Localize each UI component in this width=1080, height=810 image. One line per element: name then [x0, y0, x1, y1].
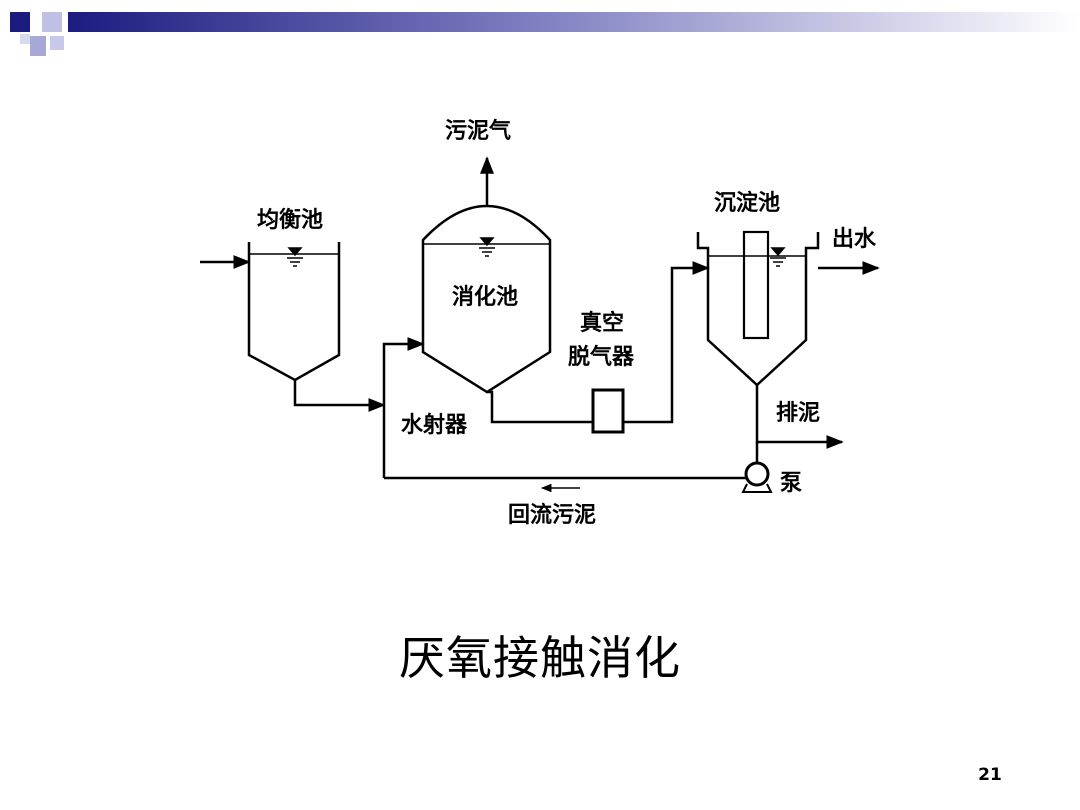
settling-tank-shape: [696, 232, 820, 387]
vacuum-degasser-box: [591, 388, 625, 434]
pump-symbol: [744, 461, 770, 487]
label-sludge-gas: 污泥气: [445, 118, 511, 144]
header-square-light-2: [30, 36, 46, 56]
page-number: 21: [978, 765, 1002, 785]
label-vacuum-degasser-1: 真空: [580, 310, 624, 336]
slide-caption: 厌氧接触消化: [399, 631, 681, 685]
label-vacuum-degasser-2: 脱气器: [568, 344, 635, 370]
header-square-light-3: [50, 36, 64, 50]
label-sludge-discharge: 排泥: [776, 401, 820, 426]
header-decoration: [10, 12, 1080, 56]
label-pump: 泵: [780, 471, 802, 496]
label-settling-tank: 沉淀池: [714, 190, 780, 216]
header-gradient-band: [68, 12, 1080, 32]
header-square-dark: [10, 12, 30, 32]
label-equalization-tank: 均衡池: [257, 207, 323, 233]
water-level-symbols: [287, 237, 786, 267]
digester-shape: [421, 204, 552, 394]
process-flow-diagram: 污泥气 均衡池 消化池 真空 脱气器 沉淀池 出水 水射器 排泥 泵 回流污泥: [200, 118, 880, 528]
label-digester: 消化池: [452, 284, 518, 310]
label-effluent: 出水: [832, 227, 877, 252]
header-square-light-1: [42, 12, 62, 32]
header-square-light-4: [20, 34, 30, 44]
label-return-sludge: 回流污泥: [508, 502, 596, 528]
label-water-ejector: 水射器: [401, 412, 468, 438]
